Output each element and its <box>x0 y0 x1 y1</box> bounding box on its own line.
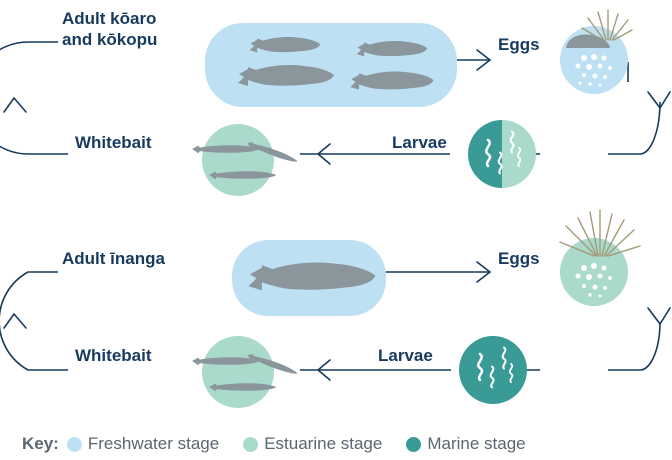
freshwater-swatch-icon <box>67 437 82 452</box>
arrowhead-up-left-2 <box>4 314 26 328</box>
cycle1-adult-label-line1: Adult kōaro <box>62 8 157 29</box>
cycle1-whitebait-circle <box>192 124 299 196</box>
marine-swatch-icon <box>406 437 421 452</box>
cycle2-adult-label: Adult īnanga <box>62 248 165 269</box>
cycle2-adults-pill <box>232 240 386 316</box>
cycle2-eggs-label: Eggs <box>498 248 540 269</box>
cycle2-larvae-circle <box>459 336 527 404</box>
cycle2-whitebait-label: Whitebait <box>75 345 152 366</box>
cycle1-larvae-label: Larvae <box>392 132 447 153</box>
legend-item-estuarine: Estuarine stage <box>243 434 382 454</box>
arrowhead-up-left-1 <box>4 98 26 112</box>
legend-item-marine: Marine stage <box>406 434 525 454</box>
cycle2-whitebait-circle <box>192 336 299 408</box>
cycle1-eggs-label: Eggs <box>498 34 540 55</box>
cycle2-larvae-label: Larvae <box>378 345 433 366</box>
legend-title: Key: <box>22 434 59 454</box>
cycle1-adult-label: Adult kōaro and kōkopu <box>62 8 157 50</box>
arrowhead-down-right-1 <box>648 92 670 108</box>
legend-label-marine: Marine stage <box>427 434 525 454</box>
cycle1-larvae-circle <box>468 120 536 188</box>
cycle1-whitebait-label: Whitebait <box>75 132 152 153</box>
arrowhead-down-right-2 <box>648 308 670 324</box>
estuarine-swatch-icon <box>243 437 258 452</box>
legend-label-estuarine: Estuarine stage <box>264 434 382 454</box>
cycle2-eggs-circle <box>560 210 640 306</box>
cycle1-adult-label-line2: and kōkopu <box>62 29 157 50</box>
cycle1-adults-pill <box>205 23 457 107</box>
legend-item-freshwater: Freshwater stage <box>67 434 219 454</box>
legend: Key: Freshwater stage Estuarine stage Ma… <box>22 433 526 455</box>
legend-label-freshwater: Freshwater stage <box>88 434 219 454</box>
cycle1-eggs-circle <box>560 10 632 94</box>
